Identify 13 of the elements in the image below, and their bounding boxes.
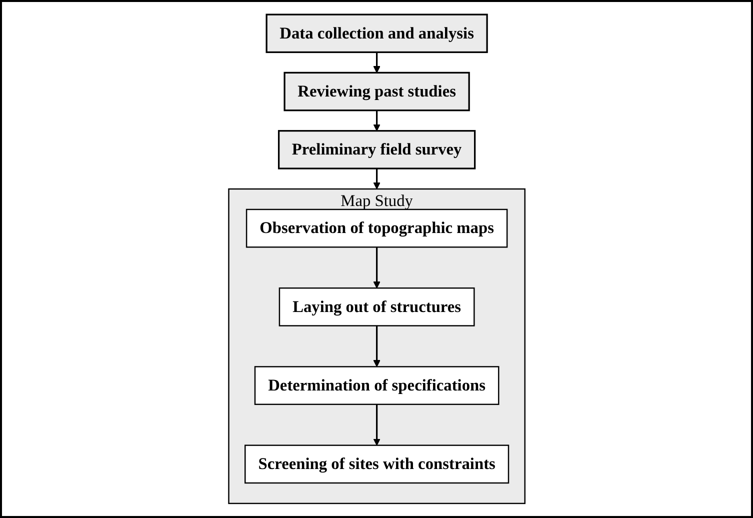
node-box: Determination of specifications xyxy=(254,366,499,405)
node-box: Observation of topographic maps xyxy=(246,208,508,248)
arrow xyxy=(372,110,380,132)
arrow xyxy=(372,52,380,74)
arrow xyxy=(372,247,380,288)
node-box: Screening of sites with constraints xyxy=(244,444,509,484)
node-box: Reviewing past studies xyxy=(283,72,470,112)
node-box: Data collection and analysis xyxy=(265,14,488,54)
arrow xyxy=(372,168,380,190)
arrow xyxy=(372,326,380,368)
node-box: Preliminary field survey xyxy=(278,130,476,170)
node-box: Laying out of structures xyxy=(278,287,474,326)
arrow xyxy=(372,404,380,446)
